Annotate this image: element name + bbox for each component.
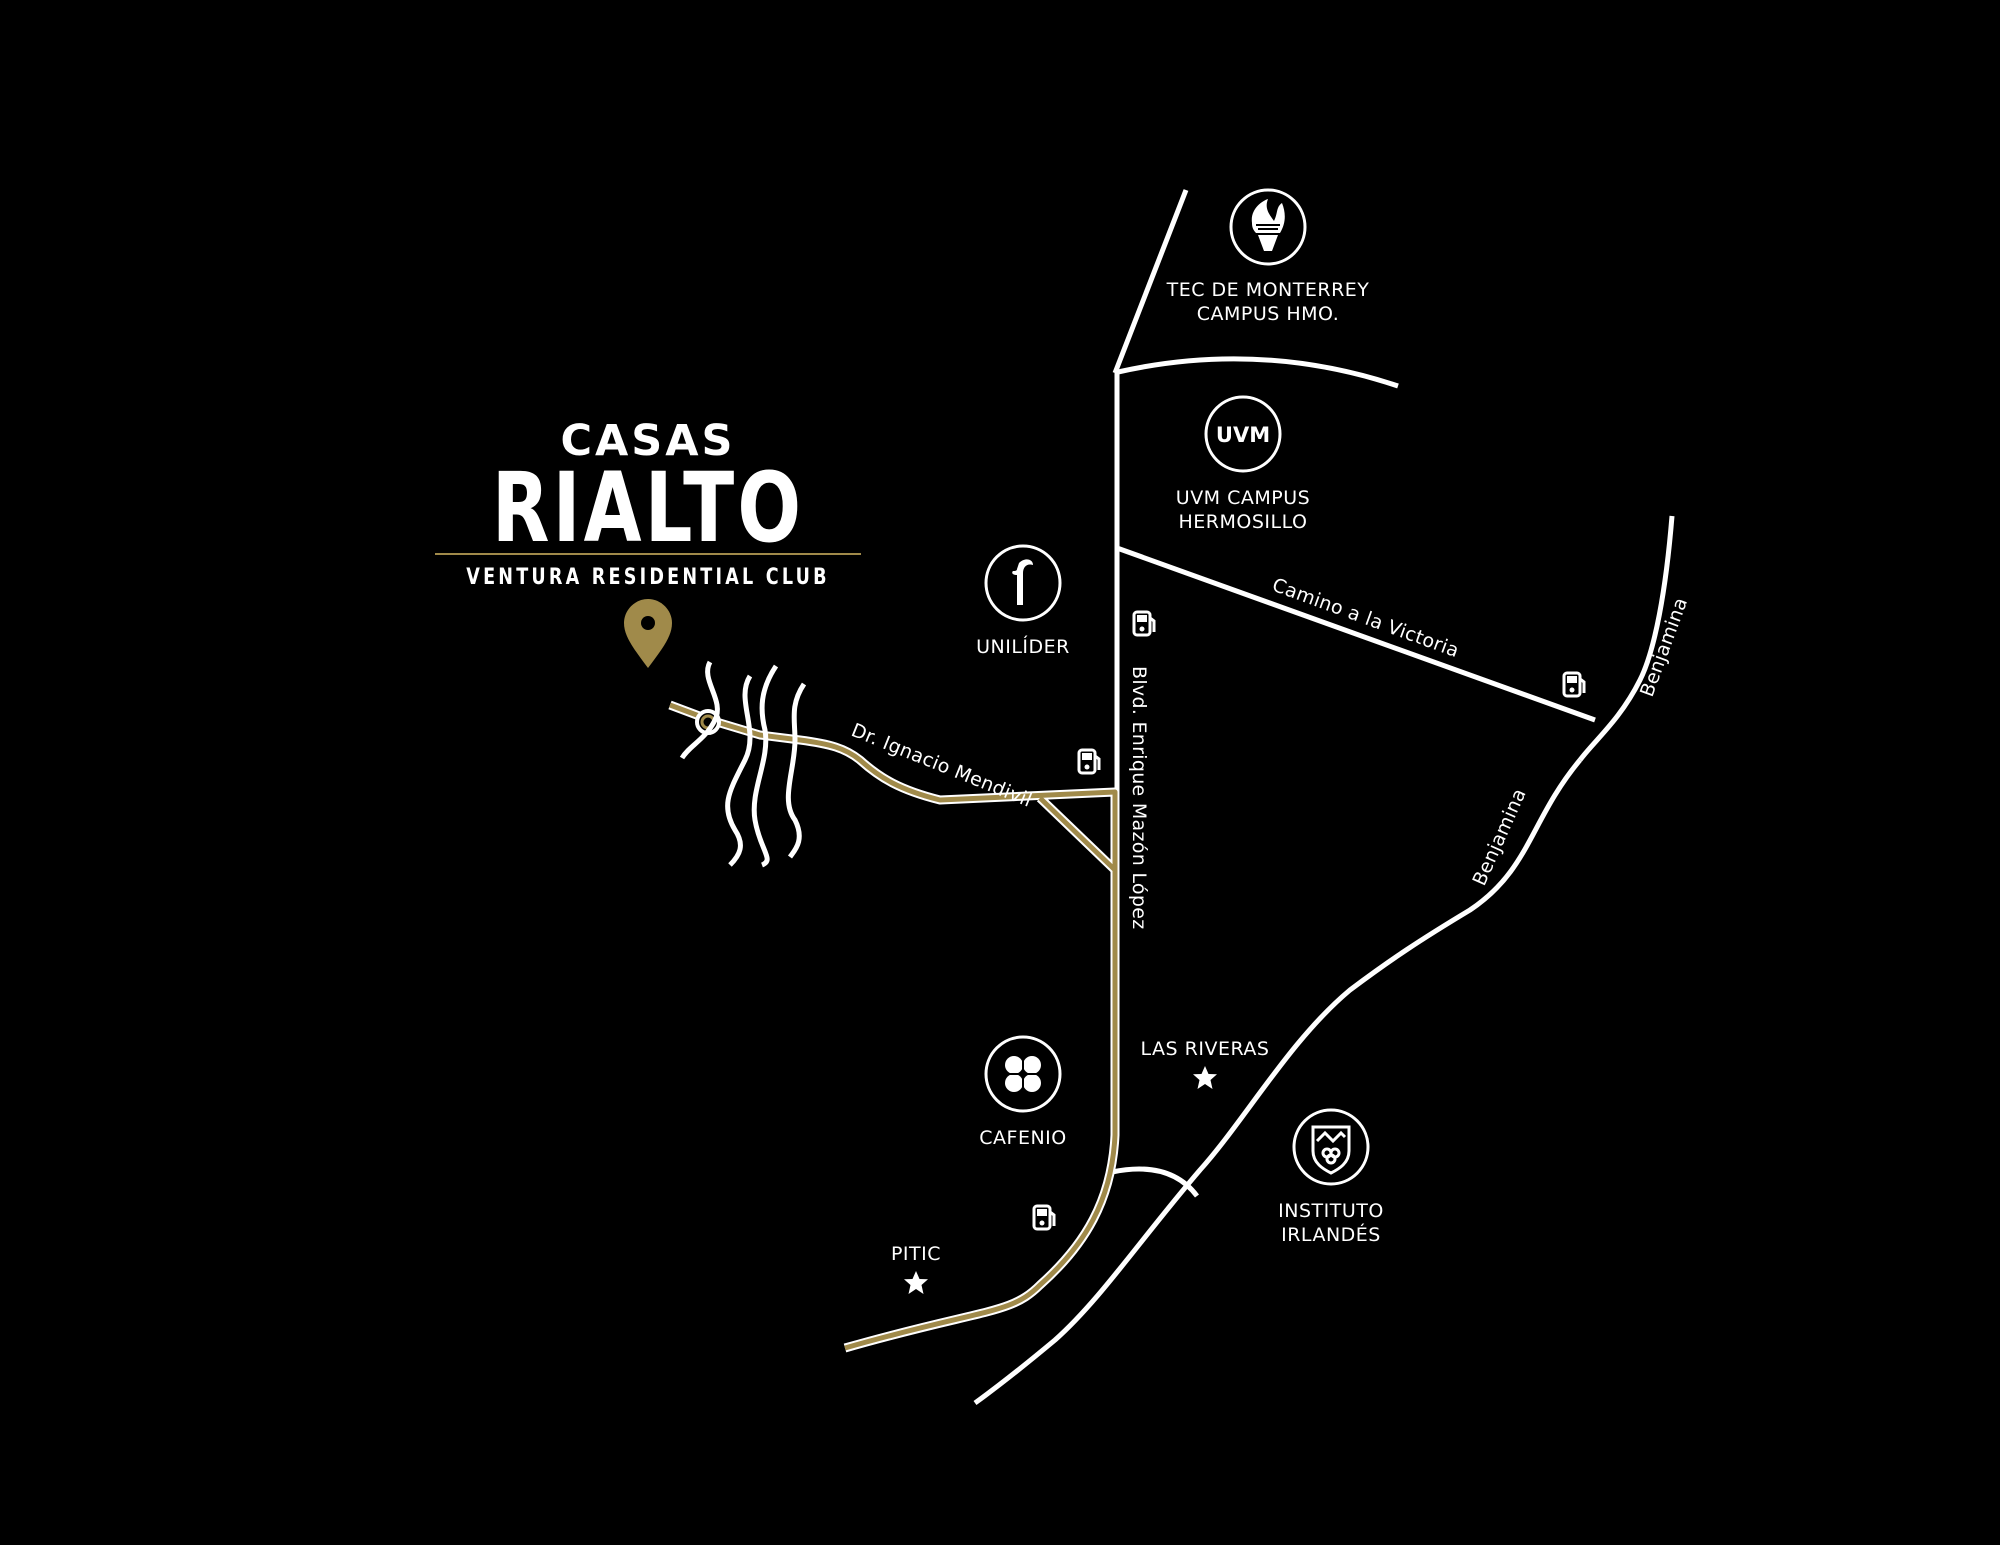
- instituto-crest-icon: [1292, 1108, 1370, 1186]
- uvm-label-line2: HERMOSILLO: [1179, 511, 1308, 533]
- road-network: [973, 189, 1675, 1406]
- uvm-label-line1: UVM CAMPUS: [1176, 487, 1310, 509]
- street-labels: Camino a la Victoria Benjamina Benjamina…: [848, 574, 1692, 929]
- location-pin-icon: [624, 599, 672, 668]
- road-riveras-arc: [1111, 1166, 1199, 1198]
- landmark-instituto-irlandes: INSTITUTO IRLANDÉS: [1278, 1108, 1384, 1246]
- road-benjamina-upper: [1578, 515, 1675, 762]
- street-benjamina-upper: Benjamina: [1636, 595, 1692, 700]
- cafenio-logo-icon: [984, 1035, 1062, 1113]
- instituto-label-line2: IRLANDÉS: [1281, 1223, 1381, 1246]
- wave-1: [679, 660, 720, 760]
- instituto-label-line1: INSTITUTO: [1278, 1200, 1384, 1222]
- brand-casas: CASAS: [560, 416, 735, 466]
- street-camino-victoria: Camino a la Victoria: [1269, 574, 1462, 662]
- landmark-uvm: UVM UVM CAMPUS HERMOSILLO: [1176, 395, 1310, 533]
- gas-station-icon: [1132, 610, 1156, 637]
- gas-station-icon: [1077, 748, 1101, 775]
- unilider-logo-icon: [984, 544, 1062, 622]
- landmark-unilider: UNILÍDER: [976, 544, 1070, 658]
- tec-label-line2: CAMPUS HMO.: [1197, 303, 1340, 325]
- wave-3: [751, 664, 779, 868]
- unilider-label: UNILÍDER: [976, 635, 1070, 658]
- wave-2: [725, 674, 753, 867]
- landmark-las-riveras: LAS RIVERAS: [1141, 1038, 1270, 1089]
- brand-logo: CASAS RIALTO VENTURA RESIDENTIAL CLUB: [435, 416, 861, 590]
- tec-label-line1: TEC DE MONTERREY: [1166, 279, 1370, 301]
- route-triangle-gold: [1038, 796, 1117, 872]
- cafenio-label: CAFENIO: [979, 1127, 1066, 1149]
- uvm-logo-icon: UVM: [1204, 395, 1282, 473]
- gas-station-icon: [1562, 671, 1586, 698]
- brand-rialto: RIALTO: [492, 453, 804, 565]
- wave-4: [785, 682, 807, 859]
- development-waves: [679, 660, 807, 868]
- las-riveras-label: LAS RIVERAS: [1141, 1038, 1270, 1060]
- road-north-tec: [1112, 189, 1189, 374]
- gas-stations: [1032, 610, 1586, 1231]
- pitic-label: PITIC: [891, 1243, 941, 1265]
- landmark-cafenio: CAFENIO: [979, 1035, 1066, 1149]
- star-icon: [904, 1271, 928, 1294]
- star-icon: [1193, 1066, 1217, 1089]
- route-gold: [669, 702, 1118, 1351]
- uvm-logo-text: UVM: [1216, 423, 1270, 447]
- road-benjamina-lower: [973, 758, 1582, 1406]
- road-tec-curve: [1117, 356, 1399, 389]
- tec-flame-icon: [1229, 188, 1307, 266]
- landmark-tec-monterrey: TEC DE MONTERREY CAMPUS HMO.: [1166, 188, 1370, 325]
- landmark-pitic: PITIC: [891, 1243, 941, 1294]
- gas-station-icon: [1032, 1204, 1056, 1231]
- street-benjamina-lower: Benjamina: [1468, 785, 1530, 889]
- road-camino-victoria: [1116, 545, 1596, 723]
- brand-subtitle: VENTURA RESIDENTIAL CLUB: [466, 564, 829, 589]
- street-mazon-lopez: Blvd. Enrique Mazón López: [1128, 666, 1150, 929]
